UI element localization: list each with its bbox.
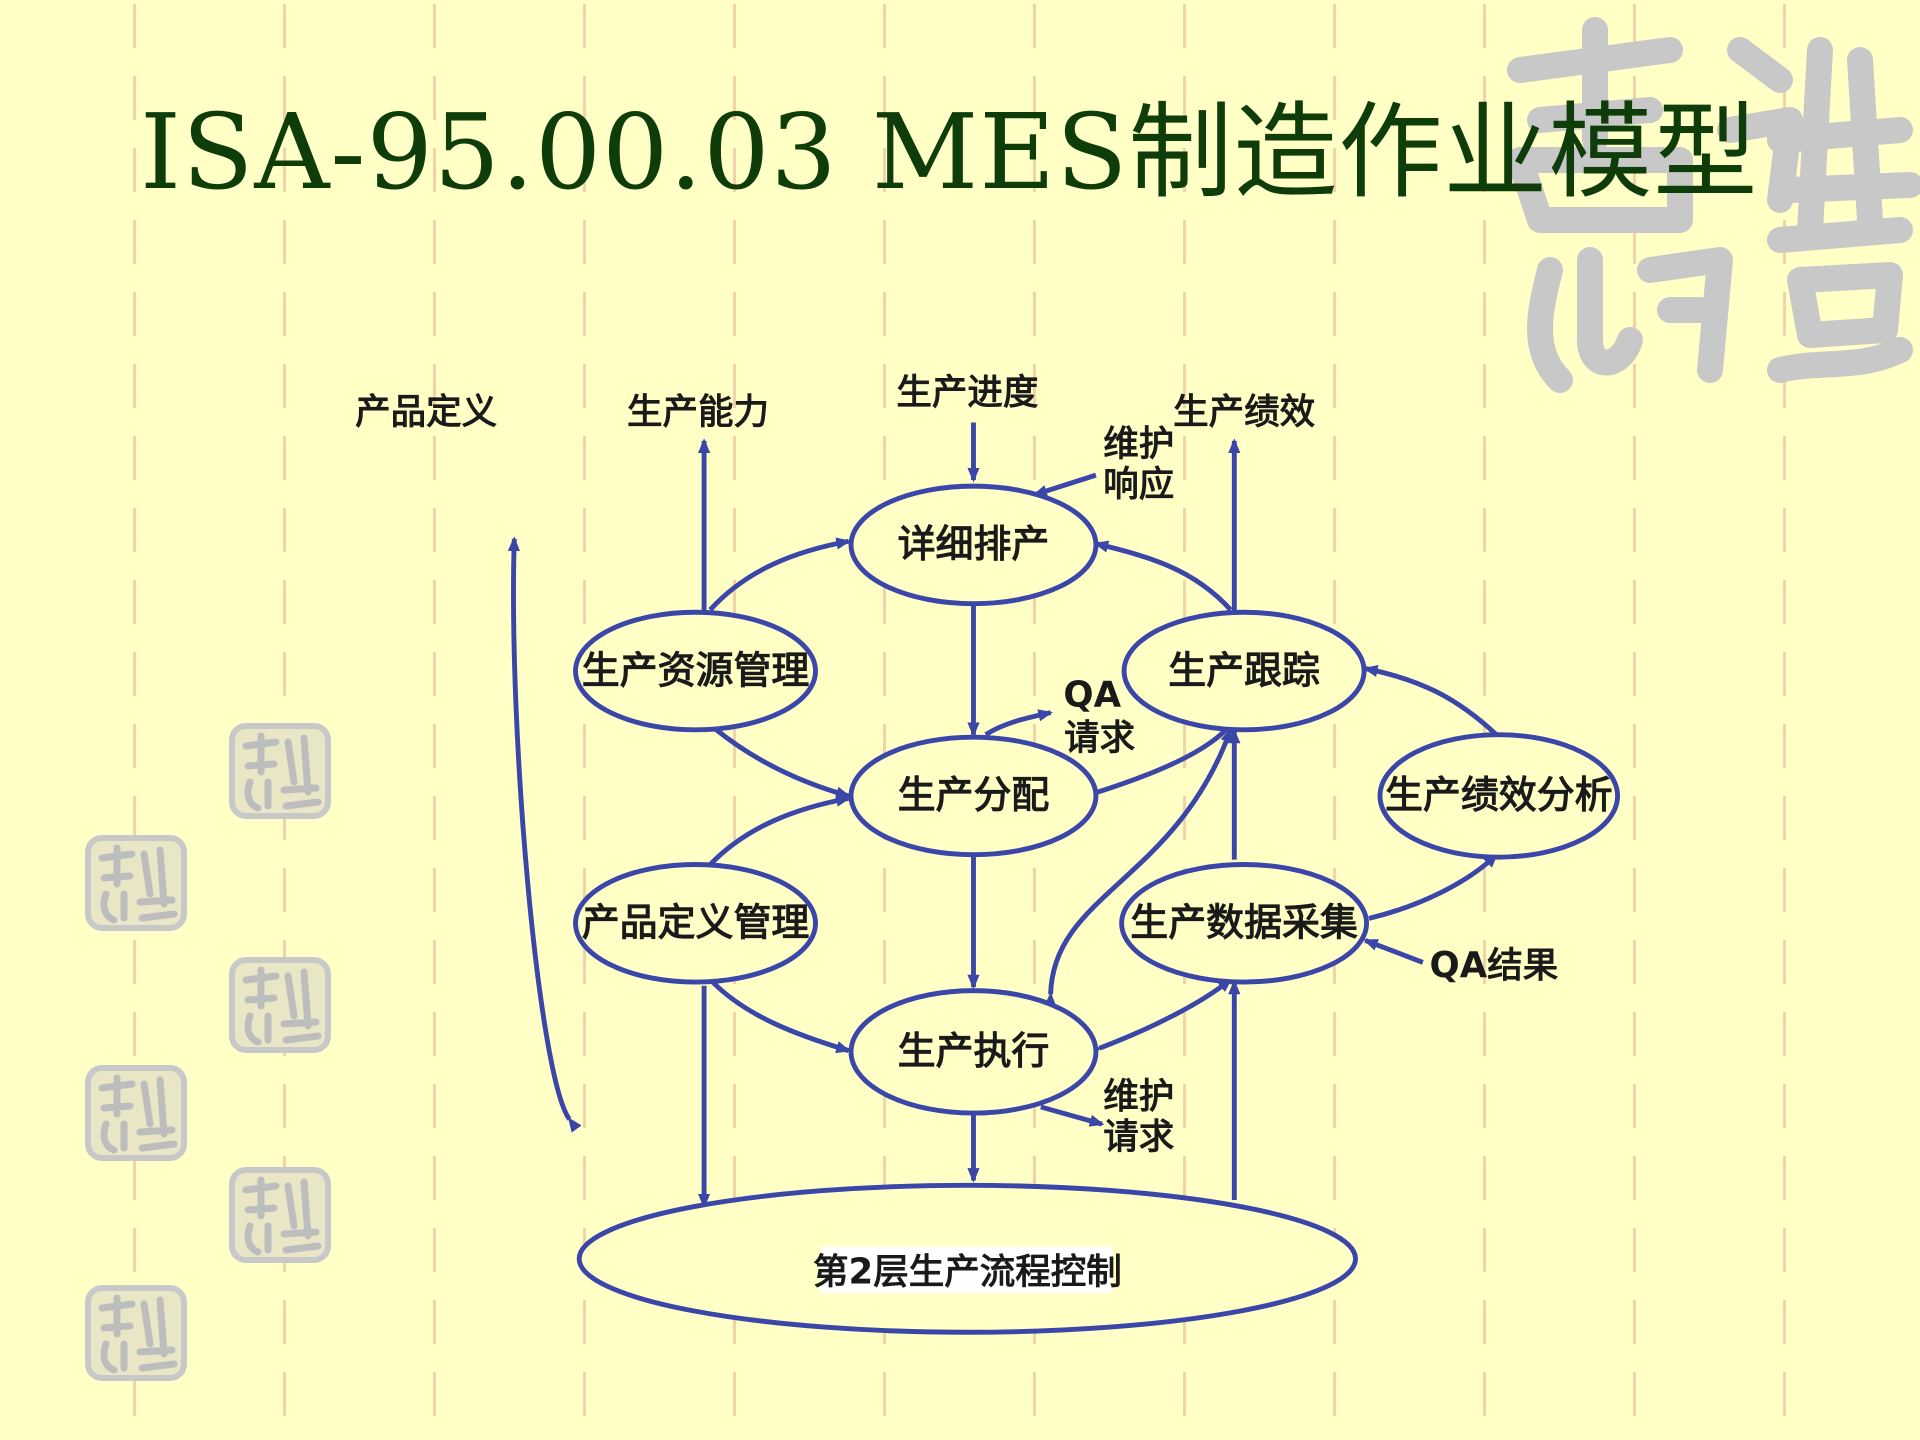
svg-text:详细排产: 详细排产 (898, 522, 1050, 566)
node-dispatching: 生产分配 (848, 734, 1099, 858)
svg-text:生产分配: 生产分配 (898, 773, 1050, 817)
arrow-product-definition (507, 536, 582, 1133)
node-resource-management: 生产资源管理 (573, 609, 818, 733)
arrow-resource-to-dispatching (714, 727, 851, 799)
svg-text:生产绩效分析: 生产绩效分析 (1385, 773, 1613, 817)
svg-text:第2层生产流程控制: 第2层生产流程控制 (813, 1251, 1122, 1292)
arrow-tracking-execution (1044, 727, 1233, 1007)
svg-text:生产资源管理: 生产资源管理 (582, 648, 810, 692)
label-qa-result: QA结果 (1430, 945, 1559, 986)
svg-text:生产执行: 生产执行 (898, 1029, 1050, 1073)
label-production-schedule: 生产进度 (896, 372, 1039, 413)
arrow-dispatching-qa-request (984, 709, 1054, 737)
node-data-collection: 生产数据采集 (1119, 862, 1369, 985)
svg-text:生产跟踪: 生产跟踪 (1168, 648, 1320, 692)
arrow-maintenance-response (1032, 472, 1097, 498)
arrow-data-to-analysis (1368, 852, 1499, 921)
node-detailed-scheduling: 详细排产 (848, 483, 1099, 607)
seal-watermark-small-6 (85, 1285, 187, 1381)
svg-text:生产数据采集: 生产数据采集 (1130, 901, 1358, 945)
seal-watermark-small-2 (85, 835, 187, 931)
label-qa-request-line2: 请求 (1064, 717, 1136, 758)
arrow-analysis-to-tracking (1362, 664, 1499, 737)
seal-watermark-small-3 (229, 957, 331, 1053)
arrow-data-execution (1085, 977, 1233, 1059)
arrow-execution-maintenance-request (1040, 1104, 1105, 1127)
seal-watermark-large (1507, 17, 1920, 393)
label-product-definition: 产品定义 (355, 392, 498, 433)
arrow-definition-to-dispatching (708, 794, 851, 867)
seal-watermark-small-1 (229, 723, 331, 819)
node-execution: 生产执行 (848, 988, 1099, 1116)
label-maintenance-request-line2: 请求 (1103, 1117, 1175, 1158)
label-qa-request-line1: QA (1063, 675, 1121, 716)
arrow-resource-to-scheduling (708, 537, 851, 612)
arrow-definition-to-execution (710, 980, 851, 1053)
arrow-tracking-to-scheduling (1093, 540, 1233, 612)
page-title: ISA-95.00.03 MES制造作业模型 (140, 91, 1759, 213)
label-maintenance-response-line2: 响应 (1103, 464, 1174, 505)
node-definition-management: 产品定义管理 (573, 862, 818, 985)
node-production-tracking: 生产跟踪 (1121, 609, 1367, 733)
label-production-capability: 生产能力 (627, 392, 769, 433)
node-performance-analysis: 生产绩效分析 (1377, 732, 1621, 860)
arrow-qa-result (1363, 938, 1424, 965)
label-production-performance: 生产绩效 (1173, 392, 1316, 433)
node-level2-control: 第2层生产流程控制 (576, 1182, 1358, 1335)
seal-watermark-small-4 (85, 1065, 187, 1161)
svg-text:产品定义管理: 产品定义管理 (582, 901, 810, 945)
seal-watermark-small-5 (229, 1167, 331, 1263)
label-maintenance-response-line1: 维护 (1103, 424, 1174, 465)
label-maintenance-request-line1: 维护 (1103, 1076, 1174, 1117)
